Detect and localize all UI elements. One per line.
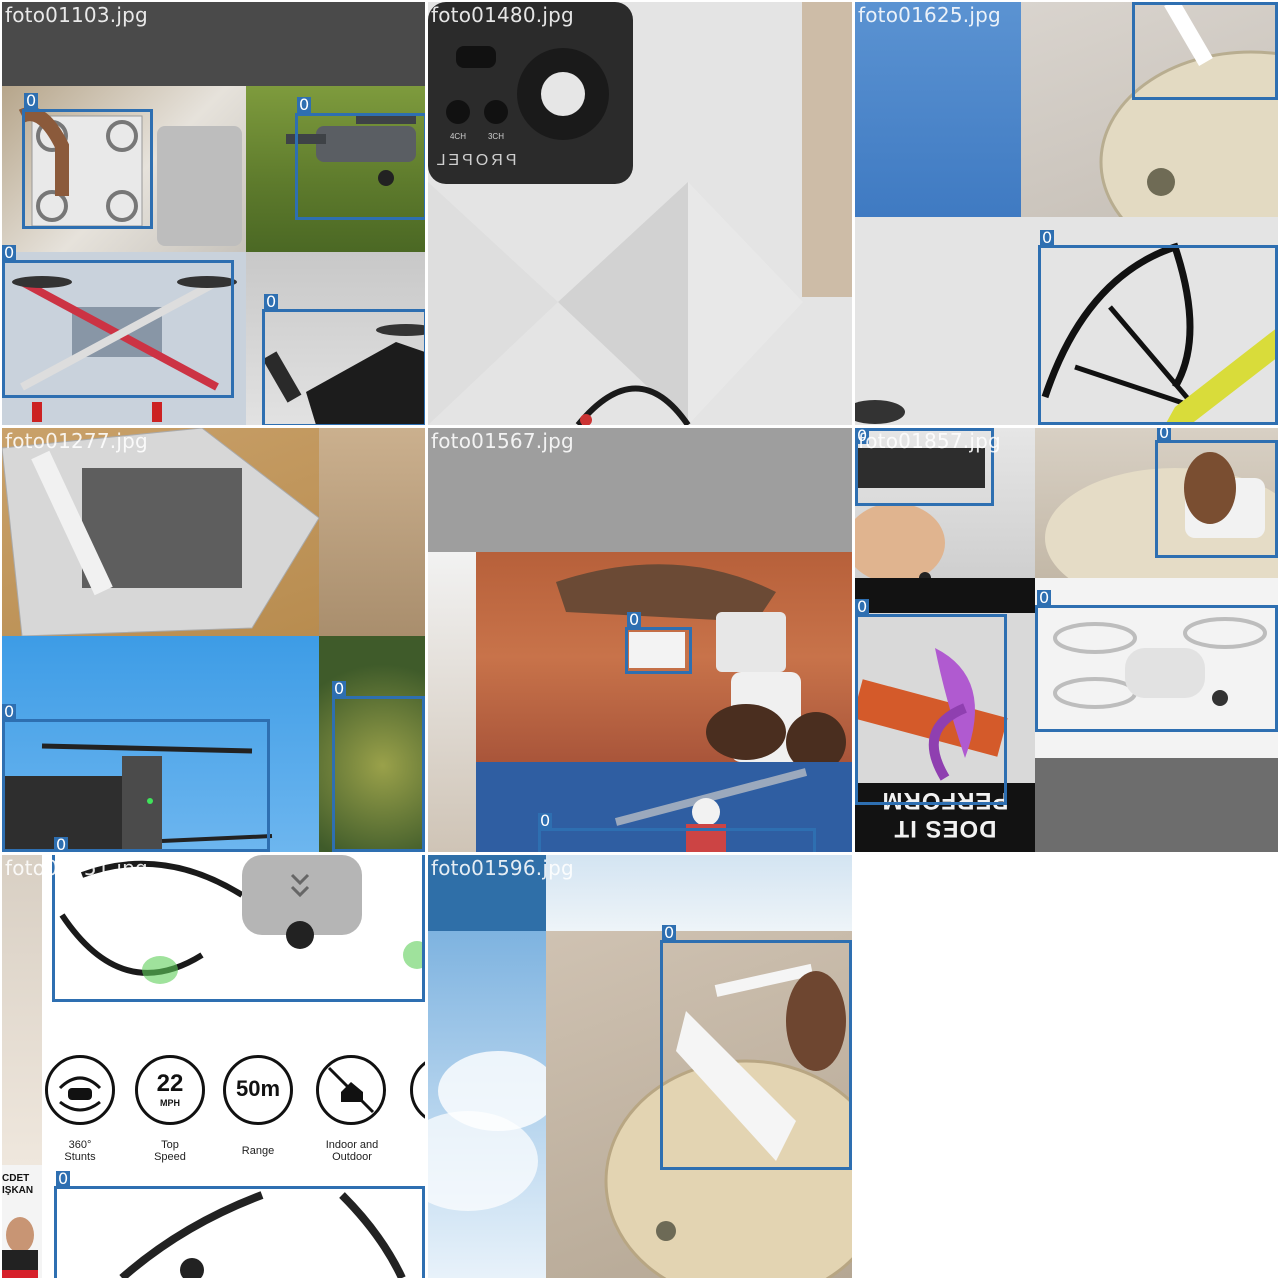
bbox [855,428,994,506]
bbox [54,1186,425,1278]
extra-feature-icon [410,1055,425,1125]
bbox-class-label: 0 [1037,588,1052,607]
bbox [1038,245,1278,425]
bbox [625,627,692,674]
bbox-class-label: 0 [2,702,17,721]
newspaper-name: CDET [2,1173,30,1184]
remote-illustration [428,2,852,425]
bbox [1035,605,1278,732]
bbox [295,113,425,220]
bbox-class-label: 0 [855,597,870,616]
feature-caption: Range [241,1145,275,1157]
photo-brick-yard [476,552,852,762]
feature-caption: Speed [154,1151,186,1163]
bbox [262,309,425,425]
tile-filename: foto01451.jpg [5,856,148,880]
feature-caption: Top [161,1139,179,1151]
bbox [52,855,425,1002]
tile-filename: foto01480.jpg [431,3,574,27]
bbox-class-label: 0 [627,610,642,629]
speed-value: 22 [156,1070,184,1097]
feature-caption: Outdoor [332,1151,372,1163]
photo-region [2,2,425,86]
tile-foto01857: DOES IT PERFORM 0 0 0 0 foto01857.jpg [855,428,1278,852]
tile-foto01567: 0 0 foto01567.jpg [428,428,852,852]
photo-left-strip [2,855,42,1165]
indoor-outdoor-icon [316,1055,386,1125]
feature-caption: 360° [68,1139,92,1151]
tile-filename: foto01857.jpg [858,429,1001,453]
newspaper-name: IŞKAN [2,1185,34,1196]
speed-icon: 22 MPH [135,1055,205,1125]
photo-syma-quad [1035,578,1278,758]
photo-newspaper-portrait: CDET IŞKAN [2,1165,42,1278]
stunts-icon [45,1055,115,1125]
tile-foto01480: PROPEL 4CH 3CH foto01480.jpg [428,2,852,425]
photo-drone-hand [546,931,852,1278]
speed-unit: MPH [160,1098,180,1108]
bbox [1155,440,1278,558]
photo-propeller-guard [855,217,1278,425]
photo-propellers [42,1165,425,1278]
tile-foto01451: 22 MPH 50m 360° Stunts Top Speed Range I… [2,855,425,1278]
bbox [2,719,270,852]
tile-filename: foto01596.jpg [431,856,574,880]
bbox-class-label: 0 [264,292,279,311]
bbox [660,940,852,1170]
drone-illustration [18,107,242,246]
bbox [2,260,234,398]
tile-filename: foto01625.jpg [858,3,1001,27]
tile-foto01277: 0 0 0 foto01277.jpg [2,428,425,852]
feature-caption: Stunts [64,1151,96,1163]
remote-brand-text: PROPEL [433,152,517,169]
tile-filename: foto01567.jpg [431,429,574,453]
photo-drone-sky [2,636,319,852]
remote-button-label: 3CH [487,132,504,141]
bbox-class-label: 0 [54,835,69,852]
photo-blue-corner [428,855,546,931]
bbox-class-label: 0 [538,811,553,830]
photo-black-drone [246,252,425,425]
bbox-class-label: 0 [855,428,870,445]
photo-blue-wall [855,2,1021,217]
feature-caption: Indoor and [325,1139,379,1151]
tile-foto01103: 0 0 0 0 foto01103.jpg [2,2,425,425]
tile-filename: foto01103.jpg [5,3,148,27]
photo-foam-box [2,428,319,636]
range-value: 50m [235,1076,281,1101]
tile-filename: foto01277.jpg [5,429,148,453]
photo-drone-product [42,855,425,1005]
photo-blue-prop [476,762,852,852]
bbox [1132,2,1278,100]
photo-drone-table [1021,2,1278,217]
photo-clouds [428,931,546,1278]
photo-gray-band [428,428,852,552]
bbox-class-label: 0 [1157,428,1172,441]
photo-drone-case [2,86,246,252]
bbox-class-label: 0 [24,91,39,110]
remote-button-label: 4CH [449,132,466,141]
bbox-class-label: 0 [56,1169,71,1188]
bbox-class-label: 0 [2,243,17,262]
photo-gray-base [1035,758,1278,852]
bbox [538,828,816,852]
photo-wall-left [428,552,476,852]
tile-foto01625: 0 foto01625.jpg [855,2,1278,425]
bbox [855,614,1007,805]
bbox [22,109,153,229]
bbox-class-label: 0 [662,923,677,942]
bbox [332,696,425,852]
bbox-class-label: 0 [1040,228,1055,247]
tile-foto01596: 0 foto01596.jpg [428,855,852,1278]
bbox-class-label: 0 [332,679,347,698]
photo-floor [319,428,425,636]
range-icon: 50m [223,1055,293,1125]
bbox-class-label: 0 [297,95,312,114]
photo-blur-green [319,636,425,852]
